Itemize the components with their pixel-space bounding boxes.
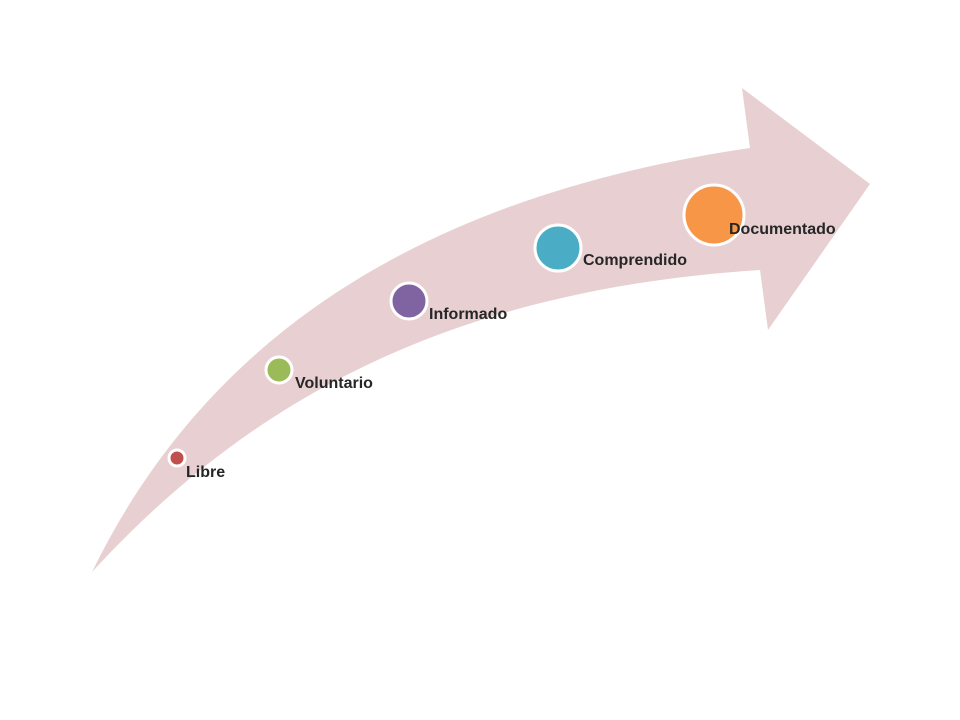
step-documentado: Documentado [682,183,836,247]
step-marker-libre [167,448,187,468]
step-marker-documentado [682,183,746,247]
curved-arrow [92,88,870,572]
step-label-voluntario: Voluntario [295,375,373,392]
step-marker-voluntario [264,355,294,385]
step-voluntario: Voluntario [264,355,373,392]
step-informado: Informado [389,281,507,323]
step-label-informado: Informado [429,306,507,323]
step-label-documentado: Documentado [729,221,836,238]
step-marker-comprendido [533,223,583,273]
step-label-comprendido: Comprendido [583,252,687,269]
step-marker-informado [389,281,429,321]
step-label-libre: Libre [186,464,225,481]
step-libre: Libre [167,448,225,481]
step-comprendido: Comprendido [533,223,687,273]
